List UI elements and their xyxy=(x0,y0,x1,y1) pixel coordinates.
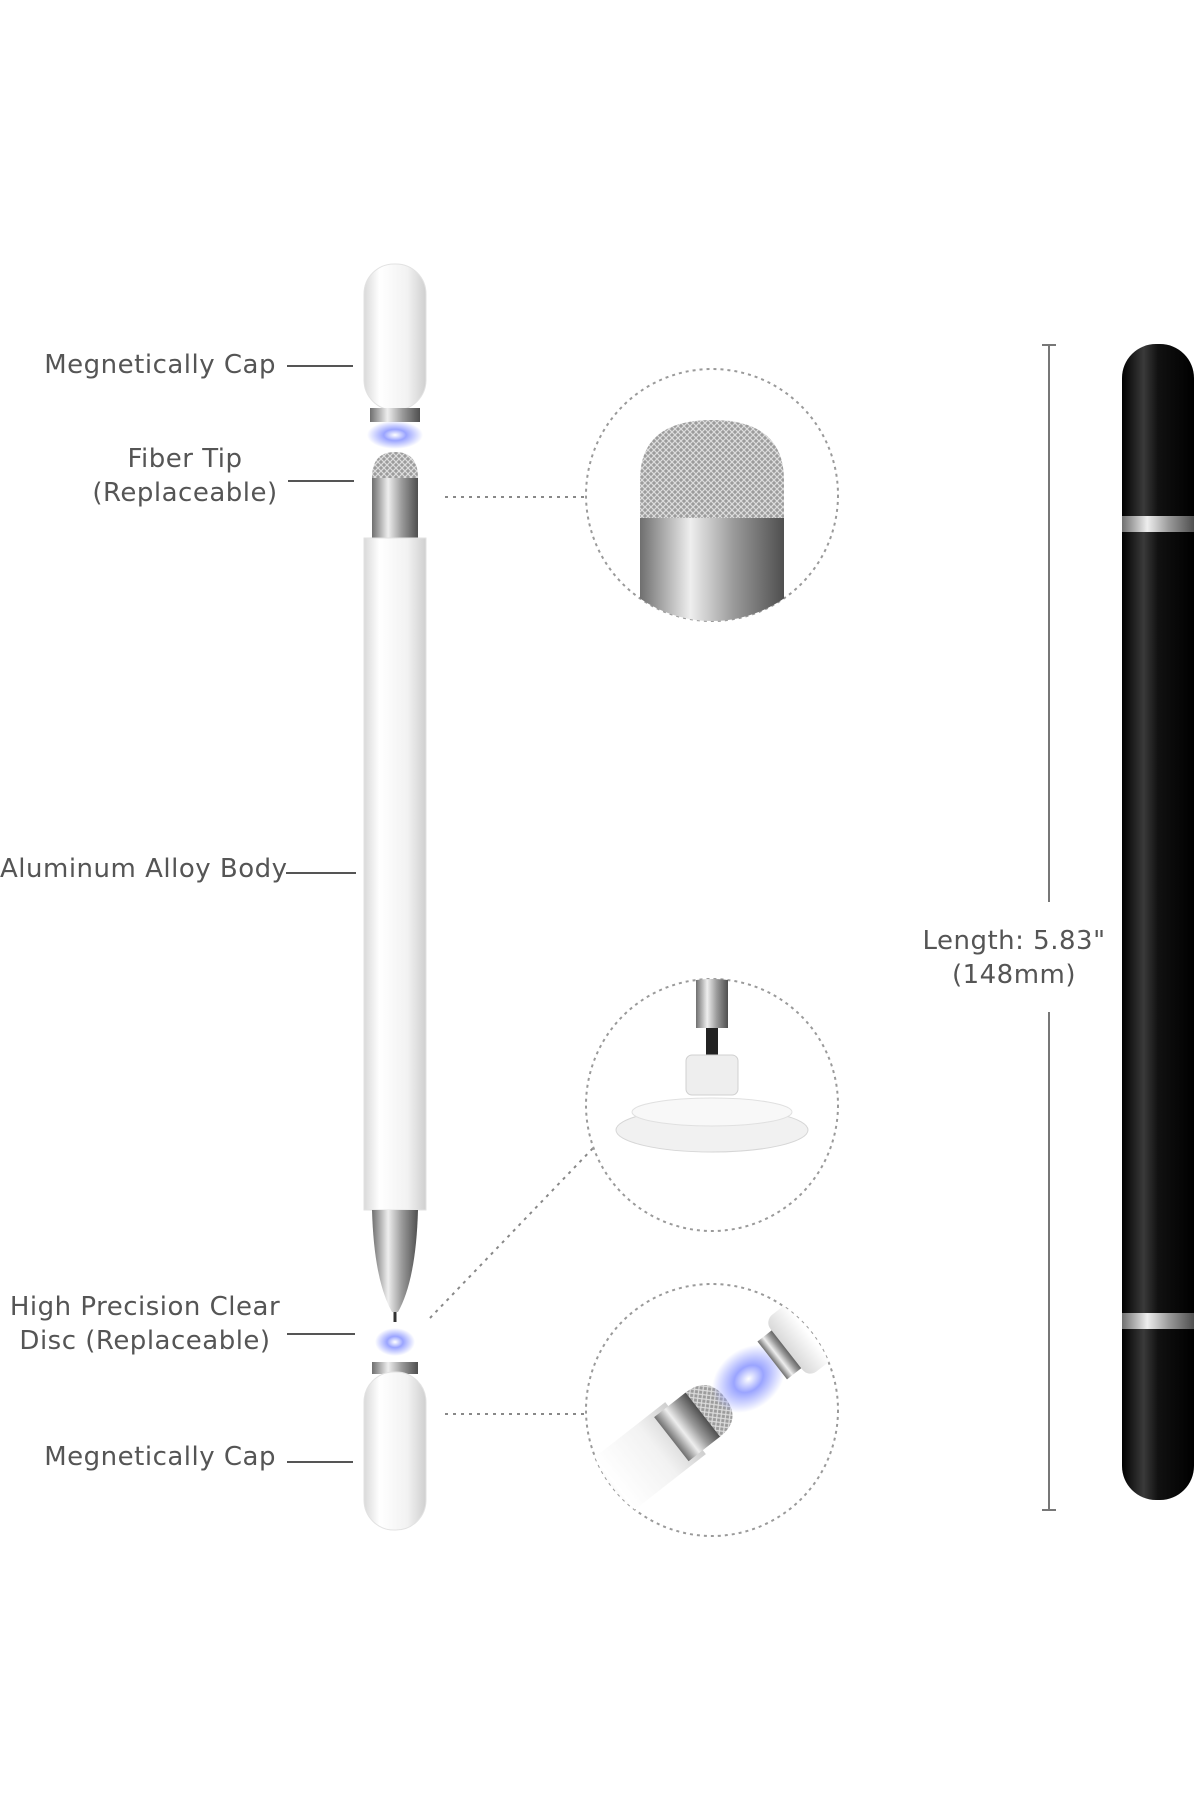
disc-dotted-leader xyxy=(429,1144,597,1319)
top-cap-label: Megnetically Cap xyxy=(44,350,276,380)
clear-disc-detail-circle xyxy=(585,978,839,1232)
fiber-tip-detail-circle xyxy=(585,368,839,622)
bottom-magnet-glow xyxy=(375,1328,415,1356)
fiber-tip-label-line1: Fiber Tip xyxy=(127,444,243,474)
fiber-tip-leader xyxy=(288,480,354,482)
black-stylus-bottom-band xyxy=(1122,1313,1194,1329)
disc-tip-cone xyxy=(372,1210,418,1312)
black-stylus-top-band xyxy=(1122,516,1194,532)
fiber-tip-label-line2: (Replaceable) xyxy=(92,478,278,508)
body-leader xyxy=(286,872,356,874)
disc-label-line1: High Precision Clear xyxy=(9,1292,281,1322)
length-dimension xyxy=(1042,344,1056,1511)
top-magnet-glow xyxy=(367,421,423,449)
bottom-cap-leader xyxy=(287,1461,353,1463)
bottom-magnetic-cap xyxy=(363,1371,427,1531)
top-magnetic-cap xyxy=(363,263,427,411)
disc-leader xyxy=(287,1333,355,1335)
white-stylus xyxy=(363,263,427,1531)
fiber-tip xyxy=(372,452,418,478)
bottom-cap-label: Megnetically Cap xyxy=(44,1442,276,1472)
length-label-line1: Length: 5.83" xyxy=(922,926,1106,956)
body-label: Aluminum Alloy Body xyxy=(0,854,288,884)
length-label-line2: (148mm) xyxy=(951,960,1077,990)
disc-label-line2: Disc (Replaceable) xyxy=(19,1326,271,1356)
top-cap-leader xyxy=(287,365,353,367)
black-stylus xyxy=(1122,344,1194,1500)
aluminum-body xyxy=(363,537,427,1211)
magnetic-cap-detail-circle xyxy=(585,1283,839,1537)
